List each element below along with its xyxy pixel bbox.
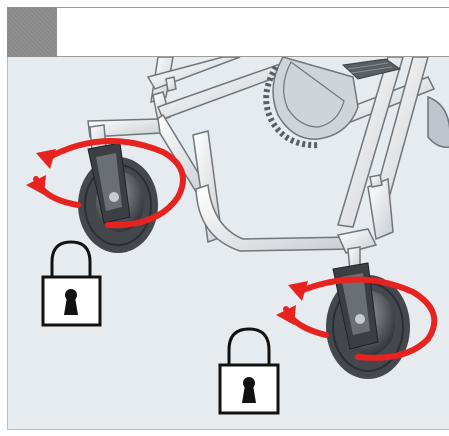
illustration-svg xyxy=(8,57,449,429)
step-number-box xyxy=(7,7,57,57)
left-caster-wheel xyxy=(78,143,158,253)
left-padlock-icon xyxy=(43,242,100,325)
right-rear-wheel xyxy=(428,97,449,147)
step-number xyxy=(7,7,57,57)
rear-wheel xyxy=(266,57,358,145)
caster-lock-illustration xyxy=(7,57,449,430)
step-header-bar xyxy=(7,7,449,57)
right-arrowheads xyxy=(276,281,308,325)
left-arrowheads xyxy=(26,149,56,195)
right-padlock-icon xyxy=(220,329,278,413)
